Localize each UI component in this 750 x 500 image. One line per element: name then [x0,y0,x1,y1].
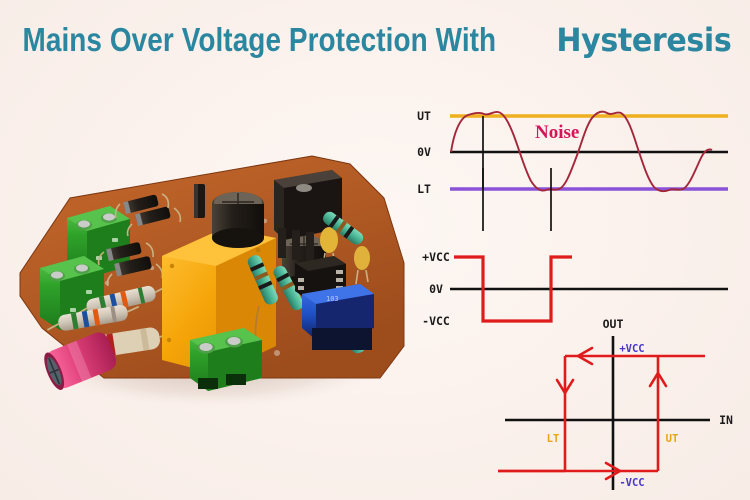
ut-label: UT [417,109,431,123]
noise-label: Noise [535,122,579,143]
zero-volt-label-top: 0V [417,145,431,159]
page-title-part-1: Mains Over Voltage Protection With [22,21,497,58]
plus-vcc-label-pulse: +VCC [422,250,450,264]
out-axis-label: OUT [603,317,624,331]
arrow-left-top [575,346,594,366]
arrow-down-left [555,378,575,396]
zero-volt-label-pulse: 0V [429,282,443,296]
hysteresis-diagram: UT 0V LT Noise +VCC 0V [410,88,750,500]
output-pulse-waveform [454,255,572,323]
plus-vcc-label-loop: +VCC [619,343,644,355]
ut-label-loop: UT [666,433,679,445]
svg-text:103: 103 [326,295,339,303]
minus-vcc-label-loop: -VCC [619,477,644,489]
lt-label-loop: LT [547,433,560,445]
arrow-right-bottom [604,461,623,481]
page-title: Mains Over Voltage Protection With Hyster… [22,16,732,64]
circuit-board-photo: 103 [12,78,412,408]
input-waveform-chart: UT 0V LT Noise [417,109,728,231]
output-pulse-chart: +VCC 0V -VCC [422,250,728,328]
bridge-rectifier-diodes-2 [97,242,164,287]
hysteresis-transfer-chart: OUT IN [498,317,733,490]
in-axis-label: IN [719,413,733,427]
screw-terminal-block-output [190,328,262,391]
lt-label: LT [417,182,431,196]
trimmer-potentiometer: 103 [302,284,374,350]
bridge-rectifier-diodes [114,193,182,237]
minus-vcc-label-pulse: -VCC [422,314,450,328]
arrow-up-right [648,370,668,388]
noisy-sine-wave [450,110,713,193]
electrolytic-capacitor-black [212,192,264,248]
small-transistor [194,184,205,218]
ceramic-capacitors [320,227,370,285]
electrolytic-capacitor-pink [44,332,117,390]
page-title-part-2: Hysteresis [556,21,732,59]
